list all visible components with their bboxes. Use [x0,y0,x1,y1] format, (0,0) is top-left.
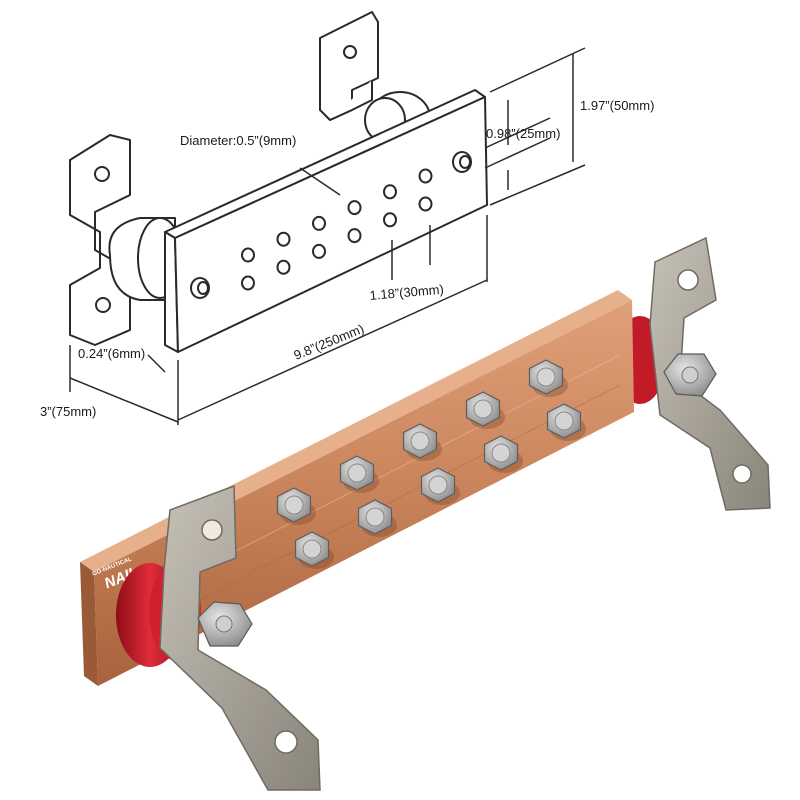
hex-bolt [276,487,316,525]
hole-spacing-horizontal-label: 1.18”(30mm) [369,282,444,303]
drawing-holes [241,168,433,291]
drawing-bracket-back-right [319,11,379,121]
length-label: 9.8”(250mm) [292,321,367,363]
drawing-hole [383,212,397,228]
photo-bracket-left [159,484,321,791]
drawing-hole [241,247,255,263]
drawing-hole [276,259,291,275]
drawing-hole [312,243,326,259]
hole-spacing-vertical-label: 0.98”(25mm) [486,126,560,141]
overall-height-label: 1.97”(50mm) [580,98,654,113]
drawing-hole [312,215,326,231]
hex-bolt [402,423,442,461]
busbar-photo: GO-NAUTICAL NAIL [80,236,771,791]
hex-bolt [294,531,334,569]
width-label: 3”(75mm) [40,404,96,419]
drawing-hole [383,184,397,200]
thickness-label: 0.24”(6mm) [78,346,145,361]
hex-bolt [357,499,397,537]
drawing-hole [418,168,433,184]
drawing-stud-left [190,277,210,299]
drawing-hole [347,200,362,216]
photo-bracket-right [649,236,771,511]
hex-bolt [420,467,460,505]
drawing-hole [347,228,362,244]
drawing-hole [276,231,291,247]
hex-bolt [339,455,379,493]
right-bracket-bolt [663,353,717,397]
drawing-bracket-left [69,134,131,346]
dimension-lines [69,47,586,425]
hex-bolt [465,391,505,429]
drawing-bar [164,89,488,353]
drawing-stud-right [452,151,472,173]
hex-bolt [483,435,523,473]
left-bracket-bolt [197,601,253,647]
drawing-hole [241,275,255,291]
photo-bolts [276,359,586,569]
hex-bolt [546,403,586,441]
hex-bolt [528,359,568,397]
diameter-label: Diameter:0.5”(9mm) [180,133,296,148]
drawing-hole [418,196,433,212]
